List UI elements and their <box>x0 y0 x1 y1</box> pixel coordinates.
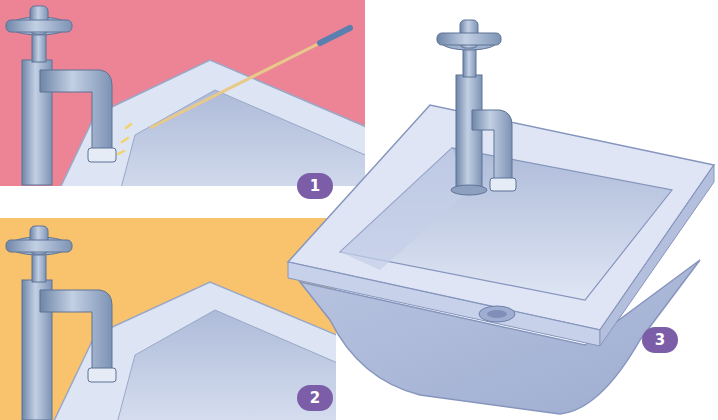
panel-swab <box>0 0 365 186</box>
callout-number: 3 <box>642 327 678 353</box>
callout-number: 1 <box>297 173 333 199</box>
panel-tap <box>0 218 336 420</box>
callout-number: 2 <box>297 385 333 411</box>
sink-drawing <box>288 20 714 414</box>
